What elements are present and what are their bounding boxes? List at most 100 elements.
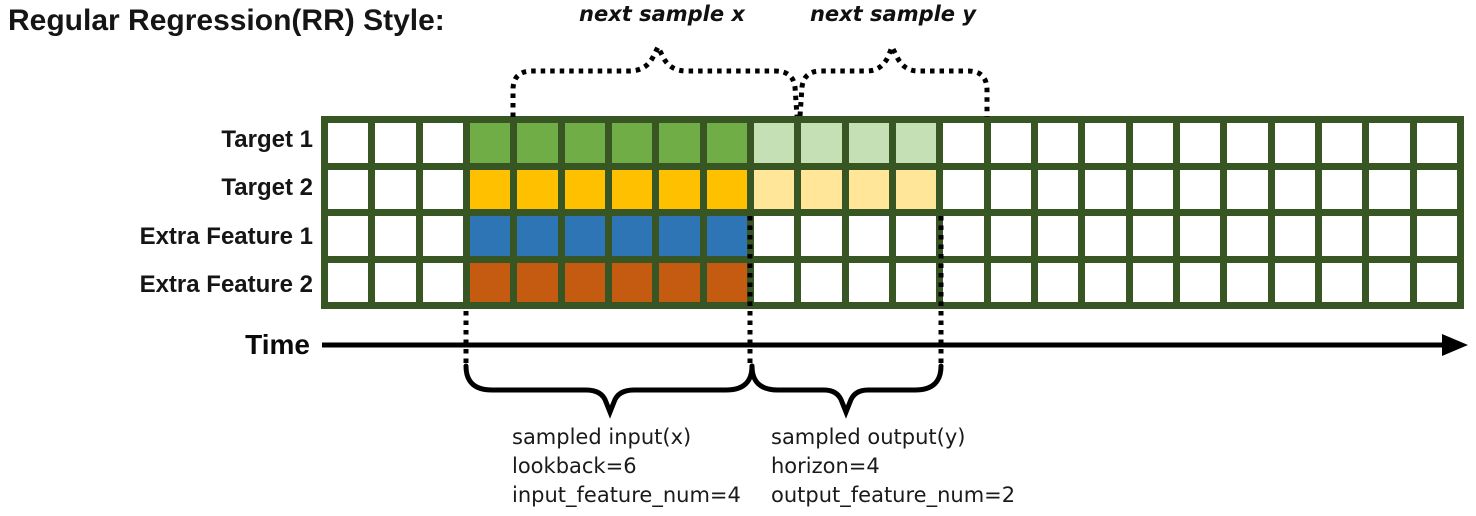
grid-cell (1274, 123, 1315, 163)
grid-cell (1179, 262, 1221, 302)
grid-cell (517, 262, 558, 302)
grid-cell (706, 262, 747, 302)
grid-cell (753, 123, 795, 163)
grid-cell (895, 216, 937, 256)
time-axis-label: Time (245, 329, 310, 360)
grid-cell (1037, 123, 1079, 163)
output-feature-num-value: output_feature_num=2 (771, 483, 1016, 507)
row-label: Target 1 (221, 126, 313, 154)
grid-cell (517, 123, 558, 163)
grid-cell (1037, 169, 1079, 209)
grid-cell (422, 216, 463, 256)
grid-cell (611, 262, 653, 302)
grid-cell (753, 262, 795, 302)
grid-cell (564, 216, 605, 256)
grid-cell (328, 262, 369, 302)
grid-cell (375, 169, 416, 209)
grid-cell (801, 216, 842, 256)
next-sample-x-brace (510, 41, 800, 117)
grid-cell (1321, 262, 1363, 302)
grid-cell (1416, 216, 1457, 256)
grid-cell (1369, 216, 1410, 256)
grid-cell (848, 123, 889, 163)
grid-cell (1085, 216, 1126, 256)
grid-cell (895, 123, 937, 163)
grid-cell (1274, 216, 1315, 256)
grid (321, 116, 1464, 309)
grid-cell (611, 169, 653, 209)
grid-cell (328, 216, 369, 256)
grid-cell (469, 262, 511, 302)
grid-cell (1179, 123, 1221, 163)
grid-cell (328, 123, 369, 163)
grid-cell (848, 262, 889, 302)
grid-cell (943, 169, 984, 209)
grid-cell (422, 262, 463, 302)
grid-cell (848, 169, 889, 209)
grid-cell (1085, 169, 1126, 209)
grid-cell (611, 216, 653, 256)
grid-cell (469, 123, 511, 163)
sampled-output-note: sampled output(y) horizon=4 output_featu… (771, 423, 1015, 510)
grid-cell (469, 169, 511, 209)
row-label: Target 2 (221, 174, 313, 202)
grid-cell (1132, 123, 1173, 163)
grid-cell (659, 169, 700, 209)
time-axis-arrowhead (1442, 334, 1468, 356)
grid-cell (1227, 216, 1268, 256)
grid-cell (706, 123, 747, 163)
grid-cell (1227, 169, 1268, 209)
grid-cell (1227, 123, 1268, 163)
next-sample-y-label: next sample y (809, 2, 977, 26)
horizon-value: horizon=4 (771, 454, 880, 478)
grid-cell (753, 216, 795, 256)
grid-cell (422, 169, 463, 209)
grid-cell (1416, 123, 1457, 163)
sampled-input-title: sampled input(x) (512, 425, 692, 449)
grid-cell (1416, 169, 1457, 209)
grid-cell (1132, 262, 1173, 302)
grid-cell (1132, 169, 1173, 209)
grid-cell (990, 262, 1031, 302)
grid-cell (1179, 216, 1221, 256)
grid-cell (801, 123, 842, 163)
grid-cell (517, 216, 558, 256)
row-label: Extra Feature 2 (139, 270, 313, 298)
grid-cell (801, 262, 842, 302)
grid-cell (1321, 169, 1363, 209)
grid-cell (990, 216, 1031, 256)
grid-cell (422, 123, 463, 163)
grid-cell (375, 123, 416, 163)
grid-cell (517, 169, 558, 209)
grid-cell (943, 216, 984, 256)
grid-cell (1132, 216, 1173, 256)
grid-cell (848, 216, 889, 256)
grid-cell (1274, 262, 1315, 302)
grid-cell (943, 262, 984, 302)
grid-cell (1085, 123, 1126, 163)
next-sample-x-label: next sample x (579, 2, 745, 26)
diagram-title: Regular Regression(RR) Style: (8, 4, 445, 37)
grid-cell (1321, 123, 1363, 163)
input-feature-num-value: input_feature_num=4 (512, 483, 741, 507)
grid-cell (990, 123, 1031, 163)
grid-cell (753, 169, 795, 209)
grid-cell (895, 169, 937, 209)
grid-cell (990, 169, 1031, 209)
grid-cell (801, 169, 842, 209)
grid-cell (564, 262, 605, 302)
grid-cell (1179, 169, 1221, 209)
grid-cell (328, 169, 369, 209)
grid-cell (1369, 123, 1410, 163)
sampled-output-brace (749, 363, 944, 419)
grid-cell (659, 262, 700, 302)
next-sample-y-brace (797, 40, 990, 117)
grid-cell (469, 216, 511, 256)
grid-cell (1369, 169, 1410, 209)
grid-cell (375, 216, 416, 256)
grid-cell (1321, 216, 1363, 256)
sampled-input-brace (463, 363, 755, 419)
grid-cell (1274, 169, 1315, 209)
sampled-output-title: sampled output(y) (771, 425, 966, 449)
